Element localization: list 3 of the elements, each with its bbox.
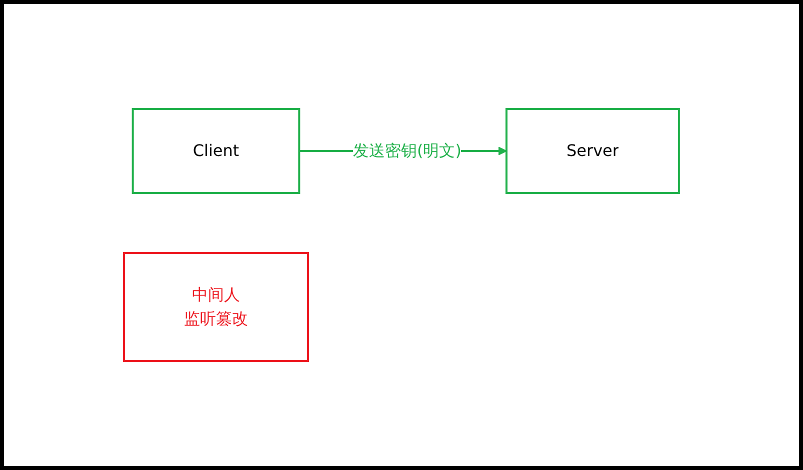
- node-box: 中间人 监听篡改: [123, 252, 310, 362]
- node-box: Server: [506, 108, 680, 194]
- node-box: Client: [132, 108, 300, 194]
